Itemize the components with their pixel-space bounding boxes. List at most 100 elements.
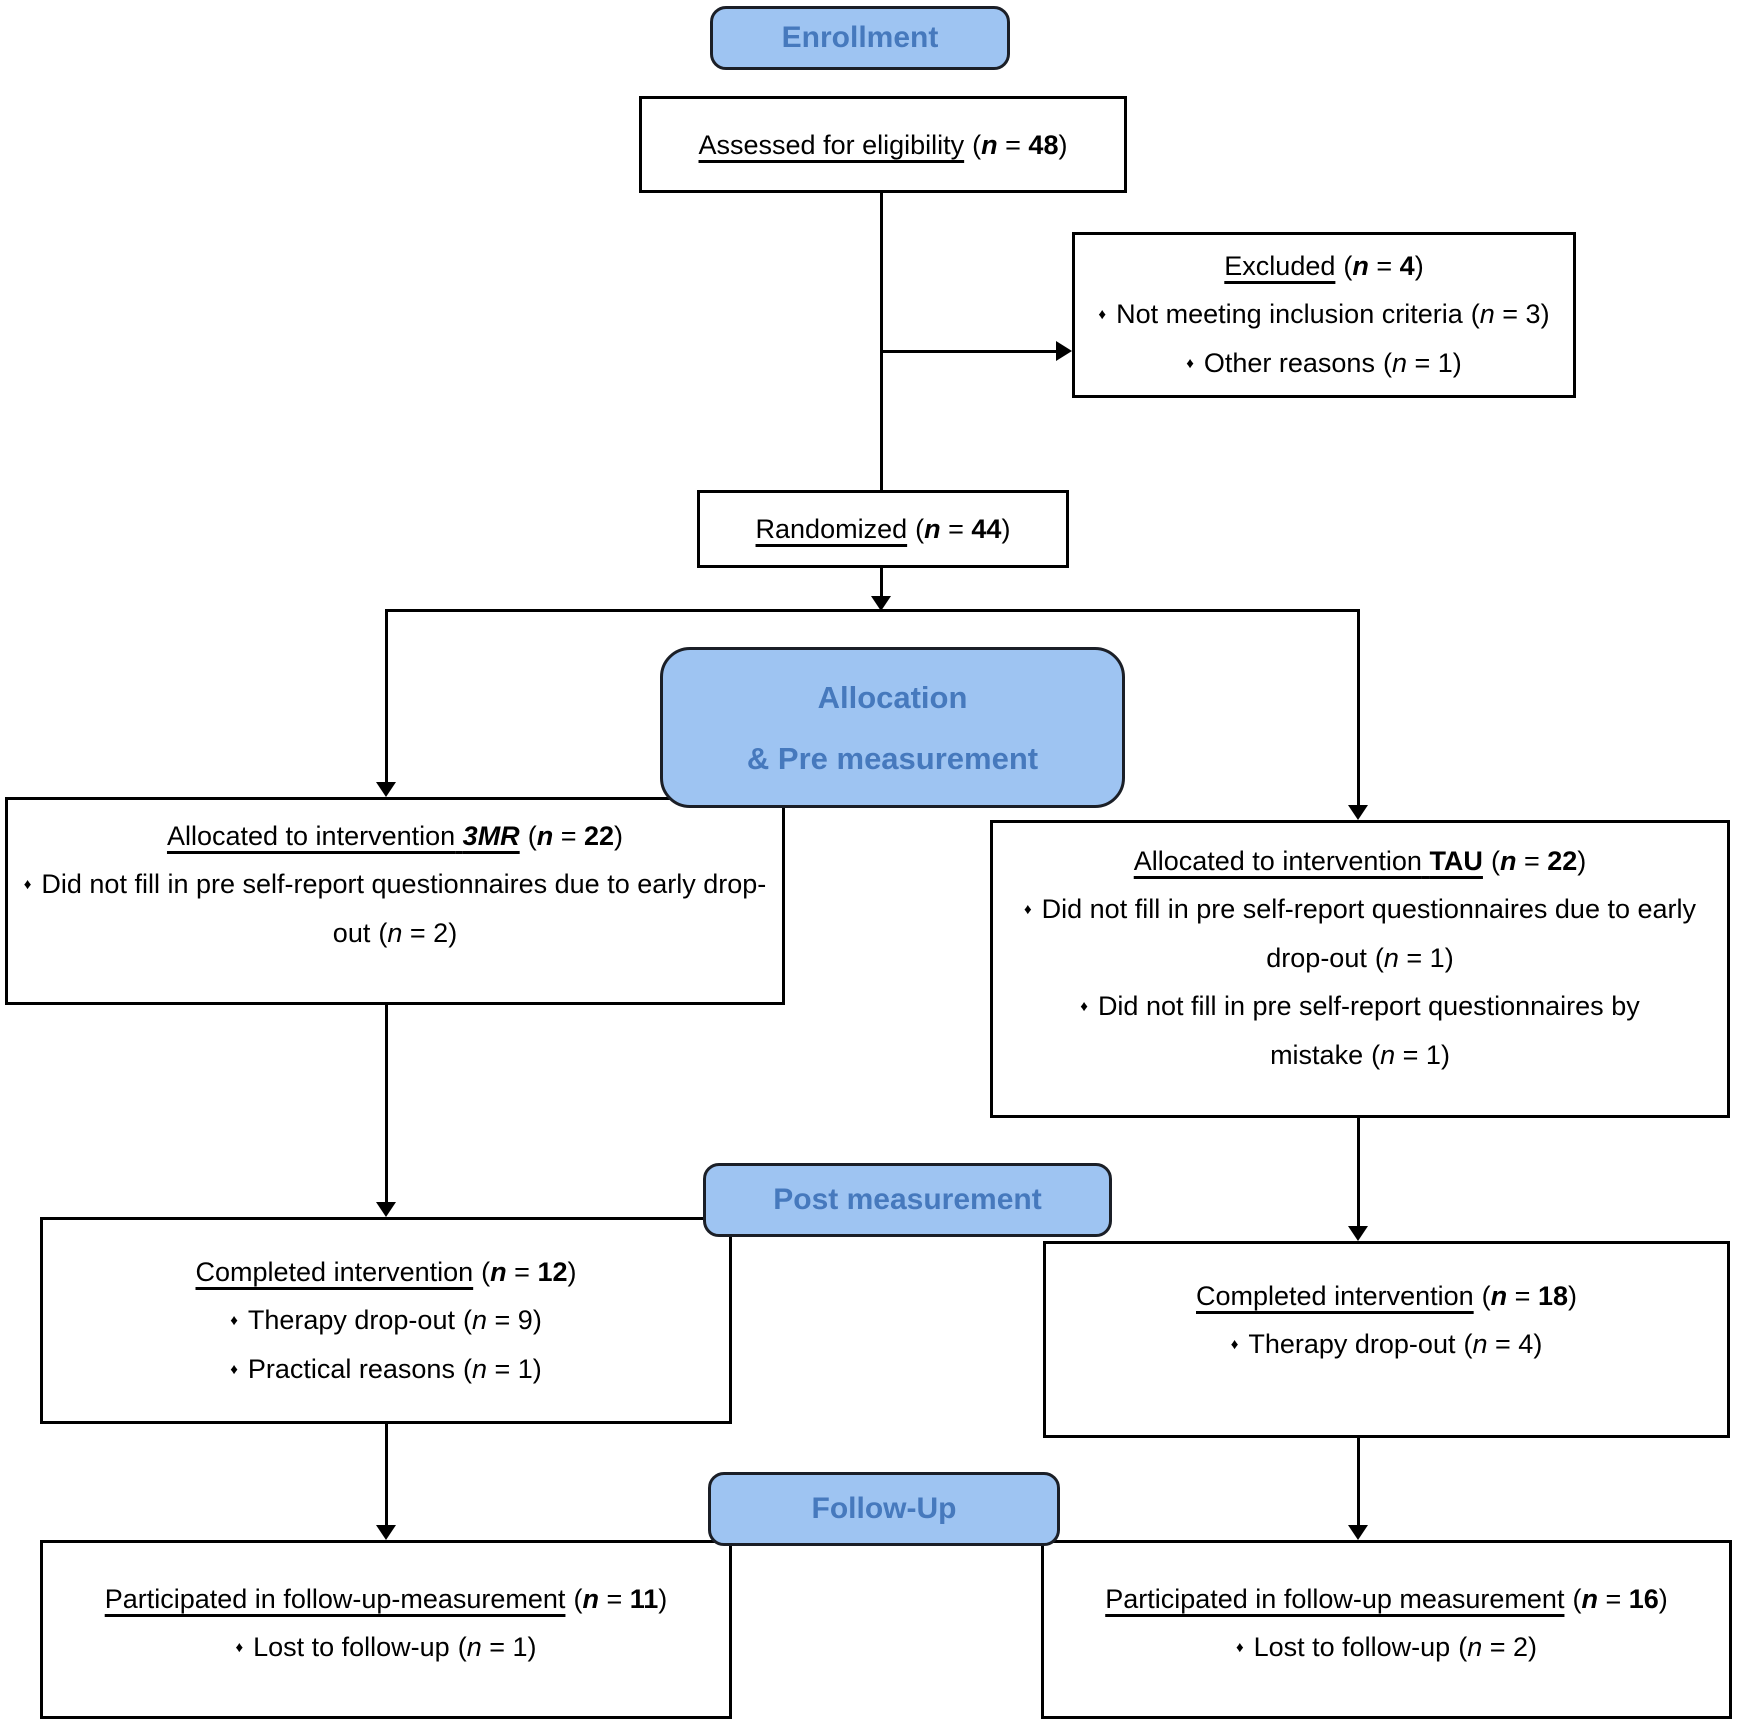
arrowhead-post-tau — [1348, 1226, 1368, 1241]
connector-post-to-fu-tau — [1357, 1438, 1360, 1525]
n-count: (n = 1) — [1374, 943, 1454, 973]
diamond-bullet-icon: ♦ — [230, 1361, 238, 1378]
allocated-tau-note-text: Did not fill in pre self-report question… — [1097, 991, 1640, 1070]
allocation-stage-label-line2: & Pre measurement — [746, 740, 1039, 776]
connector-to-excluded — [881, 350, 1057, 353]
n-count: (n = 2) — [378, 918, 458, 948]
enrollment-stage-label: Enrollment — [781, 21, 939, 54]
completed-tau-title: Completed intervention(n = 18) — [1046, 1272, 1727, 1320]
connector-randomized-to-split — [880, 568, 883, 596]
followup-tau-label: Participated in follow-up measurement — [1105, 1584, 1565, 1614]
completed-3mr-note-text: Practical reasons — [247, 1354, 455, 1384]
diamond-bullet-icon: ♦ — [1080, 998, 1088, 1015]
connector-split-to-3mr — [385, 609, 388, 782]
diamond-bullet-icon: ♦ — [1024, 901, 1032, 918]
n-count: (n = 1) — [1382, 348, 1462, 378]
completed-3mr-box: Completed intervention(n = 12) ♦Therapy … — [40, 1217, 732, 1424]
randomized-box: Randomized(n = 44) — [697, 490, 1069, 568]
intervention-name-tau: TAU — [1429, 846, 1483, 876]
allocated-tau-note-item: ♦ Did not fill in pre self-report questio… — [993, 982, 1727, 1079]
excluded-reason-text: Not meeting inclusion criteria — [1116, 299, 1463, 329]
followup-3mr-label: Participated in follow-up-measurement — [104, 1584, 566, 1614]
followup-3mr-title: Participated in follow-up-measurement(n … — [43, 1575, 729, 1623]
excluded-reason-item: ♦ Not meeting inclusion criteria(n = 3) — [1075, 290, 1573, 339]
followup-tau-note-item: ♦ Lost to follow-up(n = 2) — [1044, 1623, 1729, 1672]
completed-tau-box: Completed intervention(n = 18) ♦ Therapy … — [1043, 1241, 1730, 1438]
completed-tau-note-text: Therapy drop-out — [1248, 1329, 1456, 1359]
arrowhead-tau — [1348, 805, 1368, 820]
excluded-reason-item: ♦ Other reasons(n = 1) — [1075, 339, 1573, 388]
followup-3mr-note-text: Lost to follow-up — [253, 1632, 450, 1662]
n-count: (n = 12) — [481, 1257, 577, 1287]
connector-assessed-to-randomized — [880, 193, 883, 490]
connector-split-to-tau — [1357, 609, 1360, 805]
connector-3mr-to-post — [385, 1005, 388, 1203]
assessed-eligibility-title: Assessed for eligibility(n = 48) — [642, 121, 1124, 169]
arrowhead-excluded — [1056, 341, 1072, 361]
n-count: (n = 16) — [1572, 1584, 1668, 1614]
followup-tau-note-text: Lost to follow-up — [1253, 1632, 1451, 1662]
arrowhead-fu-tau — [1348, 1525, 1368, 1540]
diamond-bullet-icon: ♦ — [1230, 1336, 1239, 1353]
allocated-3mr-note-item: ♦ Did not fill in pre self-report questio… — [8, 860, 782, 957]
n-count: (n = 9) — [462, 1305, 542, 1335]
connector-post-to-fu-3mr — [385, 1424, 388, 1525]
followup-3mr-note-item: ♦ Lost to follow-up(n = 1) — [43, 1623, 729, 1672]
arrowhead-split — [871, 596, 891, 611]
allocated-tau-box: Allocated to intervention TAU(n = 22) ♦ D… — [990, 820, 1730, 1118]
diamond-bullet-icon: ♦ — [1235, 1639, 1244, 1656]
n-count: (n = 3) — [1470, 299, 1550, 329]
followup-tau-title: Participated in follow-up measurement(n … — [1044, 1575, 1729, 1623]
diamond-bullet-icon: ♦ — [1098, 306, 1107, 323]
n-count: (n = 1) — [457, 1632, 537, 1662]
post-measurement-stage-pill: Post measurement — [703, 1163, 1112, 1237]
assessed-eligibility-label: Assessed for eligibility — [698, 129, 965, 160]
assessed-eligibility-box: Assessed for eligibility(n = 48) — [639, 96, 1127, 193]
diamond-bullet-icon: ♦ — [1186, 355, 1194, 372]
followup-stage-pill: Follow-Up — [708, 1472, 1060, 1546]
completed-tau-label: Completed intervention — [1196, 1281, 1474, 1311]
n-count: (n = 22) — [527, 821, 624, 851]
excluded-title: Excluded(n = 4) — [1075, 242, 1573, 290]
allocated-3mr-box: Allocated to intervention 3MR(n = 22) ♦ D… — [5, 797, 785, 1005]
n-count: (n = 48) — [972, 129, 1068, 160]
intervention-name-3mr: 3MR — [462, 821, 520, 851]
completed-3mr-label: Completed intervention — [195, 1257, 474, 1287]
n-count: (n = 1) — [462, 1354, 542, 1384]
allocated-tau-label: Allocated to intervention — [1133, 846, 1422, 876]
allocation-stage-label-line1: Allocation — [817, 679, 968, 715]
n-count: (n = 11) — [573, 1584, 668, 1614]
enrollment-stage-pill: Enrollment — [710, 6, 1010, 70]
completed-3mr-note-text: Therapy drop-out — [247, 1305, 455, 1335]
followup-stage-label: Follow-Up — [811, 1492, 957, 1525]
completed-3mr-title: Completed intervention(n = 12) — [43, 1248, 729, 1296]
allocated-tau-note-text: Did not fill in pre self-report question… — [1041, 894, 1696, 973]
allocated-tau-note-item: ♦ Did not fill in pre self-report questio… — [993, 885, 1727, 982]
followup-tau-box: Participated in follow-up measurement(n … — [1041, 1540, 1732, 1719]
completed-tau-note-item: ♦ Therapy drop-out(n = 4) — [1046, 1320, 1727, 1369]
n-count: (n = 2) — [1458, 1632, 1538, 1662]
n-count: (n = 4) — [1463, 1329, 1543, 1359]
randomized-title: Randomized(n = 44) — [700, 505, 1066, 553]
allocated-3mr-title: Allocated to intervention 3MR(n = 22) — [8, 812, 782, 860]
allocated-3mr-label: Allocated to intervention — [166, 821, 456, 851]
arrowhead-post-3mr — [376, 1202, 396, 1217]
allocated-3mr-note-text: Did not fill in pre self-report question… — [41, 869, 767, 948]
randomized-label: Randomized — [755, 514, 908, 544]
n-count: (n = 22) — [1490, 846, 1587, 876]
connector-tau-to-post — [1357, 1118, 1360, 1226]
diamond-bullet-icon: ♦ — [23, 876, 32, 893]
n-count: (n = 1) — [1371, 1040, 1450, 1070]
allocated-tau-title: Allocated to intervention TAU(n = 22) — [993, 837, 1727, 885]
excluded-box: Excluded(n = 4) ♦ Not meeting inclusion c… — [1072, 232, 1576, 398]
post-measurement-stage-label: Post measurement — [773, 1183, 1042, 1216]
completed-3mr-note-item: ♦Therapy drop-out(n = 9) — [43, 1296, 729, 1345]
excluded-reason-text: Other reasons — [1203, 348, 1375, 378]
excluded-label: Excluded — [1224, 251, 1336, 281]
allocation-stage-pill: Allocation & Pre measurement — [660, 647, 1125, 808]
n-count: (n = 44) — [915, 514, 1011, 544]
diamond-bullet-icon: ♦ — [235, 1639, 244, 1656]
followup-3mr-box: Participated in follow-up-measurement(n … — [40, 1540, 732, 1719]
split-line — [385, 609, 1360, 612]
